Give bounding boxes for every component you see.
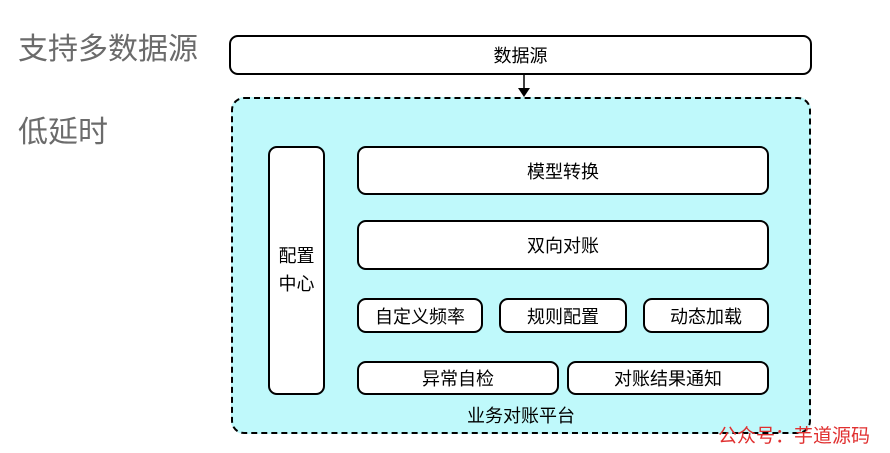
multi-source-label: 支持多数据源 (18, 32, 198, 67)
reconciliation-result-notification-box: 对账结果通知 (567, 361, 769, 395)
bidirectional-reconciliation-box: 双向对账 (357, 220, 769, 270)
custom-frequency-box: 自定义频率 (357, 298, 483, 333)
platform-label: 业务对账平台 (467, 406, 575, 427)
config-center-box: 配置 中心 (268, 146, 325, 395)
data-source-box: 数据源 (229, 35, 812, 75)
watermark-text: 公众号：芋道源码 (718, 425, 871, 447)
anomaly-self-check-box: 异常自检 (357, 361, 559, 395)
low-latency-label: 低延时 (18, 115, 108, 150)
model-conversion-box: 模型转换 (357, 146, 769, 195)
dynamic-loading-box: 动态加载 (643, 298, 769, 333)
rule-configuration-box: 规则配置 (499, 298, 627, 333)
config-center-line-1: 配置 (278, 245, 315, 267)
config-center-line-2: 中心 (278, 273, 315, 295)
